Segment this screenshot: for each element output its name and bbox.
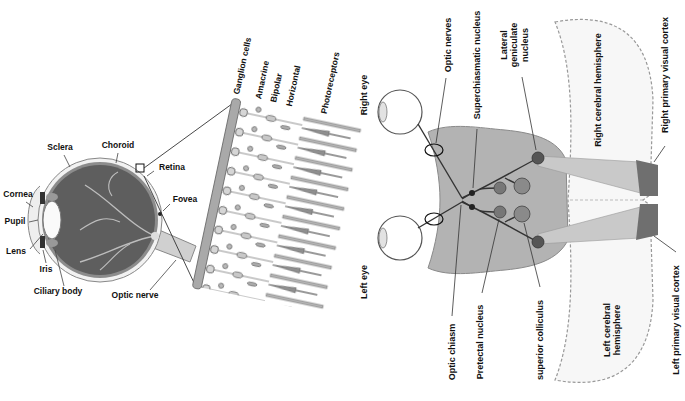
part-label: Retina — [159, 163, 185, 173]
marker-ellipse — [425, 144, 443, 156]
pretectal-nucleus — [494, 182, 506, 194]
leader-line — [654, 146, 665, 162]
layer-label: Bipolar — [270, 73, 286, 104]
layer-label: Amacrine — [254, 61, 272, 101]
leader-line — [43, 250, 46, 263]
choroid — [42, 162, 158, 278]
leader-line — [482, 219, 499, 293]
brainstem — [428, 126, 568, 273]
lateral-geniculate-nucleus — [532, 236, 544, 248]
superior-colliculus — [514, 206, 530, 222]
optic-disk — [151, 232, 159, 240]
leader-line — [150, 260, 176, 290]
leader-line — [64, 155, 70, 167]
eye — [378, 90, 422, 134]
structure-label: Right eye — [359, 75, 369, 116]
blood-vessel — [100, 244, 130, 270]
sclera — [38, 158, 162, 282]
leader-line — [26, 202, 33, 207]
retina-layers — [190, 98, 367, 317]
part-label: Pupil — [5, 217, 26, 227]
leader-lines — [26, 153, 176, 290]
leader-line — [29, 220, 38, 222]
cerebral-hemispheres — [555, 19, 653, 382]
structure-label: Superchiasmatic nucleus — [472, 11, 482, 120]
nuclei — [469, 152, 544, 248]
blood-vessel — [80, 236, 155, 262]
structure-label: Left primary visual cortex — [671, 265, 681, 375]
layer-label: Horizontal — [285, 64, 303, 107]
part-label: Lens — [6, 247, 26, 257]
superior-colliculus — [514, 178, 530, 194]
part-label: Iris — [40, 265, 53, 275]
optic-nerve — [418, 124, 462, 198]
suprachiasmatic-nucleus — [469, 190, 475, 196]
suprachiasmatic-nucleus — [469, 204, 475, 210]
structure-label: Pretectal nucleus — [475, 305, 485, 380]
optic-radiation — [538, 205, 648, 244]
zoom-line — [144, 176, 196, 287]
eye-lens — [379, 102, 387, 122]
zoom-box — [136, 164, 144, 172]
leader-line — [522, 77, 536, 150]
structure-label: superior colliculus — [535, 300, 545, 380]
blood-vessel — [80, 219, 120, 230]
structure-label: Right cerebral hemisphere — [593, 33, 603, 147]
leader-line — [473, 129, 477, 188]
visual-cortex — [636, 204, 658, 240]
part-label: Cornea — [3, 190, 32, 200]
structure-label: Optic nerves — [443, 18, 453, 73]
ciliary-body — [46, 193, 58, 201]
structure-label: Left eye — [359, 265, 369, 299]
marker-ellipse — [425, 213, 443, 225]
iris — [40, 236, 45, 248]
layer-label: Photoreceptors — [319, 51, 342, 114]
leader-line — [524, 223, 540, 287]
part-label: Choroid — [102, 141, 135, 151]
structure-label: Optic chiasm — [447, 324, 457, 381]
leader-line — [436, 78, 446, 143]
structure-label: Lateral geniculate nucleus — [499, 17, 530, 73]
eye — [378, 216, 422, 260]
midline — [570, 200, 643, 201]
lens — [43, 201, 61, 239]
leader-line — [147, 171, 154, 176]
structure-label: Right primary visual cortex — [660, 17, 670, 133]
leader-line — [654, 236, 676, 252]
leader-line — [452, 205, 461, 316]
blood-vessel — [85, 185, 155, 236]
part-label: Fovea — [173, 195, 198, 205]
pretectal-nucleus — [494, 206, 506, 218]
optic-radiation — [538, 156, 648, 195]
leader-line — [55, 250, 64, 286]
optic-nerve — [418, 202, 462, 228]
part-label: Ciliary body — [34, 287, 83, 297]
leader-line — [163, 204, 170, 211]
ciliary-body — [46, 239, 58, 247]
visual-cortex — [636, 160, 658, 196]
leader-line — [116, 153, 118, 163]
ganglion-layer — [192, 98, 241, 290]
layer-label: Ganglion cells — [232, 37, 254, 96]
structure-label: Left cerebral hemisphere — [602, 294, 623, 366]
part-label: Sclera — [47, 143, 73, 153]
eyes — [378, 90, 422, 260]
lateral-geniculate-nucleus — [532, 152, 544, 164]
eye-lens — [379, 228, 387, 248]
blood-vessel — [109, 172, 118, 196]
eye-section — [28, 158, 196, 282]
iris — [40, 192, 45, 204]
leader-line — [30, 234, 43, 249]
part-label: Optic nerve — [112, 291, 159, 301]
optic-tract — [462, 202, 538, 242]
